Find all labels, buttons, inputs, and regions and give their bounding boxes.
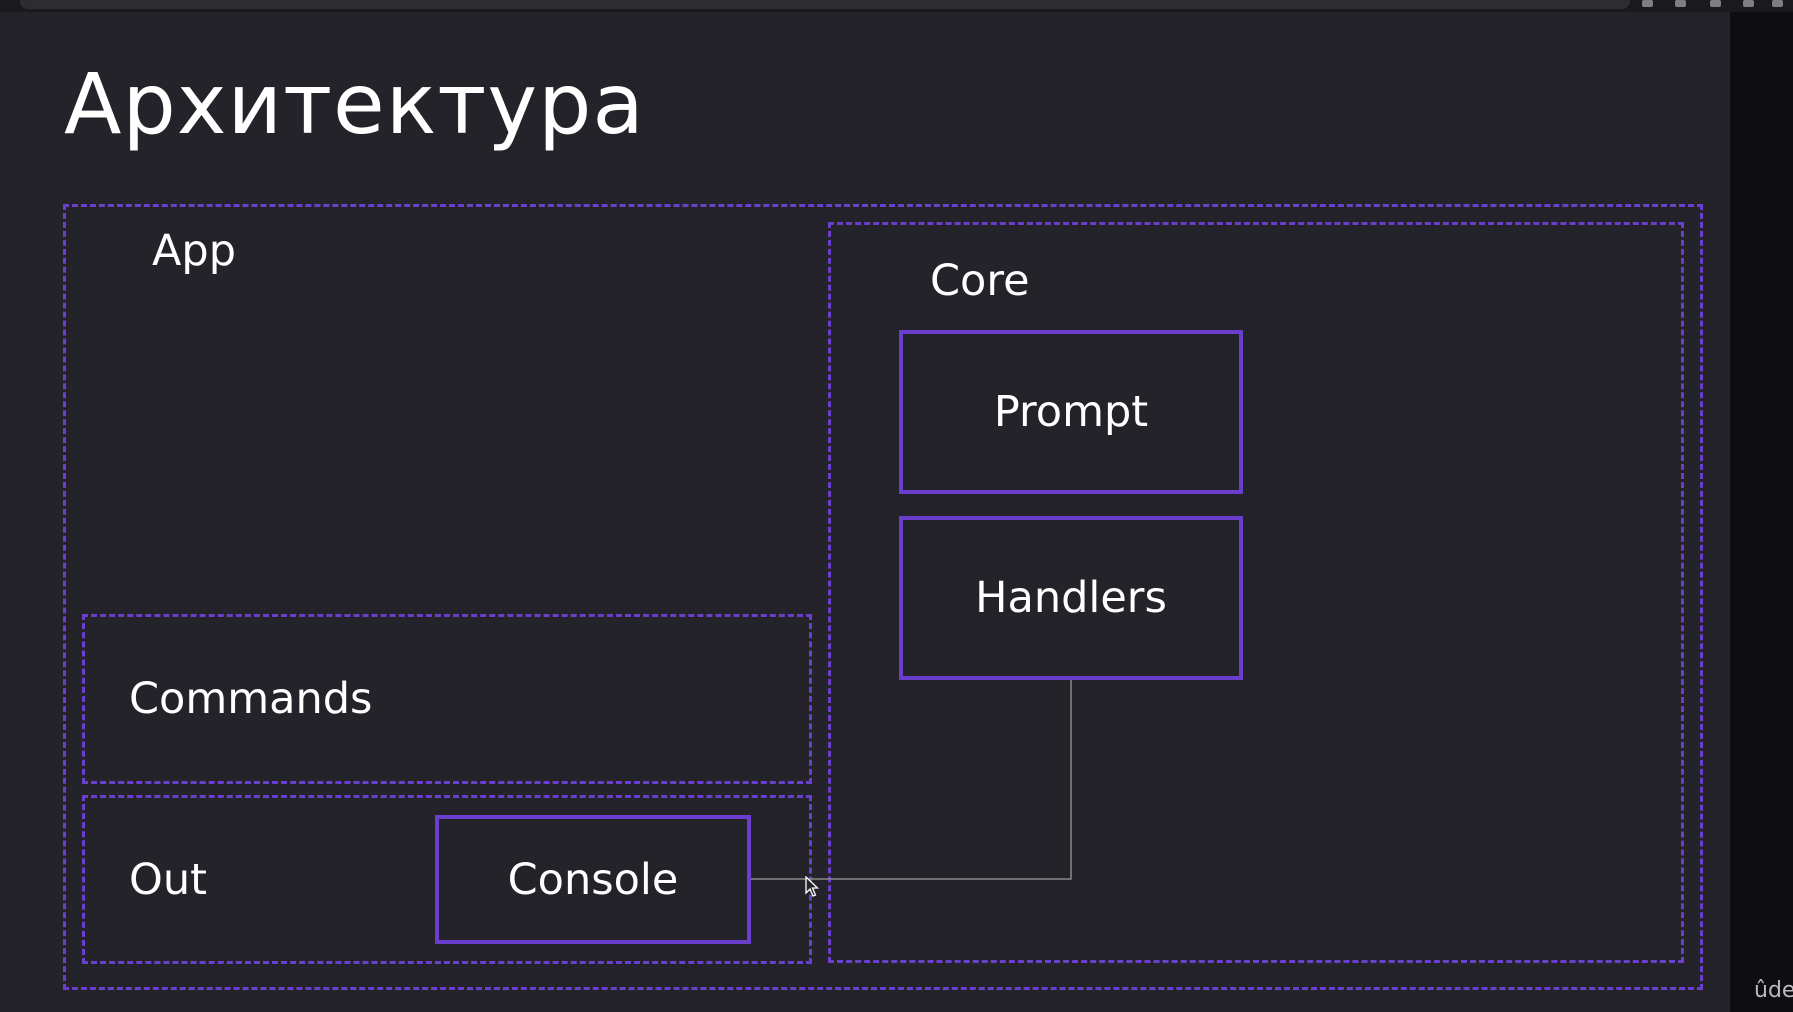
core-zone: [828, 222, 1684, 963]
console-label: Console: [507, 854, 679, 905]
extension-icon[interactable]: [1675, 0, 1686, 7]
app-zone: [63, 204, 1703, 990]
app-label: App: [152, 226, 237, 276]
extension-icon[interactable]: [1710, 0, 1721, 7]
address-bar[interactable]: [20, 0, 1630, 9]
udemy-watermark: ûder: [1754, 978, 1793, 1003]
extension-icon[interactable]: [1642, 0, 1653, 7]
commands-zone: [82, 614, 812, 784]
handlers-box: Handlers: [899, 516, 1243, 680]
profile-icon[interactable]: [1772, 0, 1783, 7]
slide-title: Архитектура: [64, 55, 645, 153]
prompt-box: Prompt: [899, 330, 1243, 494]
connector-line: [751, 680, 1072, 880]
extension-icon[interactable]: [1743, 0, 1754, 7]
video-player-edge: [1730, 12, 1793, 1012]
out-label: Out: [129, 855, 207, 905]
mouse-cursor-icon: [805, 876, 819, 897]
prompt-label: Prompt: [993, 387, 1149, 437]
console-box: Console: [435, 815, 751, 944]
browser-toolbar: [0, 0, 1793, 12]
core-label: Core: [930, 256, 1030, 306]
commands-label: Commands: [129, 674, 373, 724]
handlers-label: Handlers: [975, 573, 1167, 623]
